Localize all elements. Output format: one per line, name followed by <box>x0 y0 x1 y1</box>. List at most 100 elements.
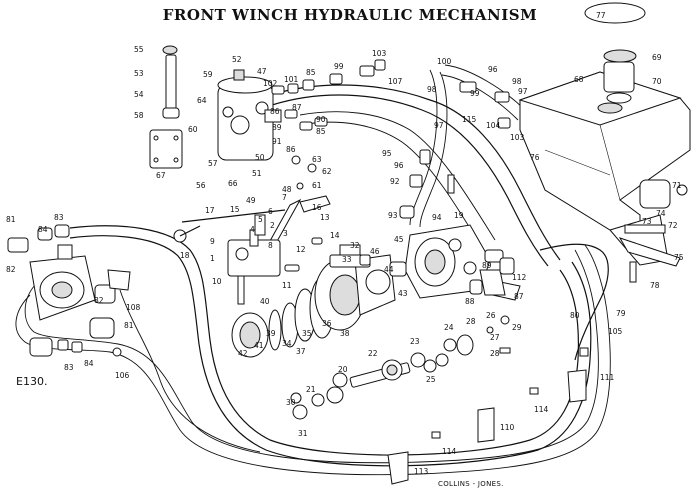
part-label: 58 <box>134 111 144 120</box>
hydraulic-motor <box>7 224 131 357</box>
part-label: 14 <box>330 231 340 240</box>
part-label: 102 <box>263 79 278 88</box>
part-label: 85 <box>316 127 326 136</box>
hydraulic-pump <box>231 244 396 358</box>
gasket-plate <box>149 129 183 169</box>
part-label: 81 <box>6 215 16 224</box>
part-label: 15 <box>230 205 240 214</box>
part-label: 61 <box>312 181 322 190</box>
part-label: 59 <box>203 70 213 79</box>
part-label: 83 <box>64 363 74 372</box>
part-label: 25 <box>426 375 436 384</box>
part-label: 114 <box>534 405 549 414</box>
part-label: 10 <box>212 277 222 286</box>
part-label: 91 <box>272 137 282 146</box>
part-label: 51 <box>252 169 262 178</box>
part-label: 44 <box>384 265 394 274</box>
part-label: 74 <box>656 209 666 218</box>
part-label: 110 <box>500 423 515 432</box>
figure-reference: E130. <box>16 375 48 388</box>
part-label: 3 <box>283 229 288 238</box>
part-label: 82 <box>6 265 16 274</box>
part-label: 67 <box>156 171 166 180</box>
part-label: 16 <box>312 203 322 212</box>
part-label: 48 <box>282 185 292 194</box>
part-label: 99 <box>334 62 344 71</box>
part-label: 23 <box>410 337 420 346</box>
part-label: 103 <box>510 133 525 142</box>
part-label: 80 <box>570 311 580 320</box>
part-label: 56 <box>196 181 206 190</box>
reservoir-tank <box>518 2 691 283</box>
part-label: 36 <box>322 319 332 328</box>
part-label: 76 <box>530 153 540 162</box>
part-label: 87 <box>292 103 302 112</box>
part-label: 8 <box>268 241 273 250</box>
part-label: 42 <box>238 349 248 358</box>
pipe-clamps <box>387 347 589 485</box>
part-label: 4 <box>250 225 255 234</box>
part-label: 97 <box>518 87 528 96</box>
part-label: 12 <box>296 245 306 254</box>
part-label: 88 <box>465 297 475 306</box>
part-label: 37 <box>296 347 306 356</box>
part-label: 84 <box>38 225 48 234</box>
part-label: 9 <box>210 237 215 246</box>
part-label: 72 <box>668 221 678 230</box>
part-label: 97 <box>434 121 444 130</box>
part-label: 107 <box>388 77 403 86</box>
gear-parts <box>290 315 511 420</box>
part-label: 81 <box>124 321 134 330</box>
part-label: 70 <box>652 77 662 86</box>
part-label: 21 <box>306 385 316 394</box>
part-label: 29 <box>512 323 522 332</box>
part-label: 27 <box>490 333 500 342</box>
part-label: 30 <box>286 398 296 407</box>
part-label: 100 <box>437 57 452 66</box>
pipe-fittings <box>271 59 511 219</box>
part-label: 38 <box>340 329 350 338</box>
part-label: 104 <box>486 121 501 130</box>
part-label: 54 <box>134 90 144 99</box>
part-label: 89 <box>482 261 492 270</box>
part-label: 111 <box>600 373 615 382</box>
part-label: 105 <box>608 327 623 336</box>
part-label: 43 <box>398 289 408 298</box>
part-label: 99 <box>470 89 480 98</box>
part-label: 112 <box>512 273 527 282</box>
part-label: 115 <box>462 115 477 124</box>
part-label: 94 <box>432 213 442 222</box>
part-label: 90 <box>316 115 326 124</box>
part-label: 17 <box>205 206 215 215</box>
part-label: 1 <box>210 254 215 263</box>
part-label: 75 <box>674 253 684 262</box>
part-label: 83 <box>54 213 64 222</box>
part-label: 39 <box>266 329 276 338</box>
part-label: 13 <box>320 213 330 222</box>
part-label: 89 <box>272 123 282 132</box>
part-label: 96 <box>394 161 404 170</box>
part-label: 78 <box>650 281 660 290</box>
part-label: 40 <box>260 297 270 306</box>
part-label: 35 <box>302 329 312 338</box>
part-label: 19 <box>454 211 464 220</box>
part-label: 79 <box>616 309 626 318</box>
control-linkage <box>173 195 331 305</box>
part-label: 6 <box>268 207 273 216</box>
part-label: 11 <box>282 281 292 290</box>
part-label: 22 <box>368 349 378 358</box>
part-label: 49 <box>246 196 256 205</box>
part-label: 85 <box>306 68 316 77</box>
part-label: 73 <box>642 217 652 226</box>
part-label: 2 <box>270 221 275 230</box>
part-label: 33 <box>342 255 352 264</box>
part-label: 101 <box>284 75 299 84</box>
part-label: 7 <box>282 193 287 202</box>
part-label: 86 <box>270 107 280 116</box>
diagram-title: FRONT WINCH HYDRAULIC MECHANISM <box>162 6 538 24</box>
filler-cap-plate <box>584 2 646 24</box>
part-label: 87 <box>514 292 524 301</box>
part-label: 77 <box>596 11 606 20</box>
